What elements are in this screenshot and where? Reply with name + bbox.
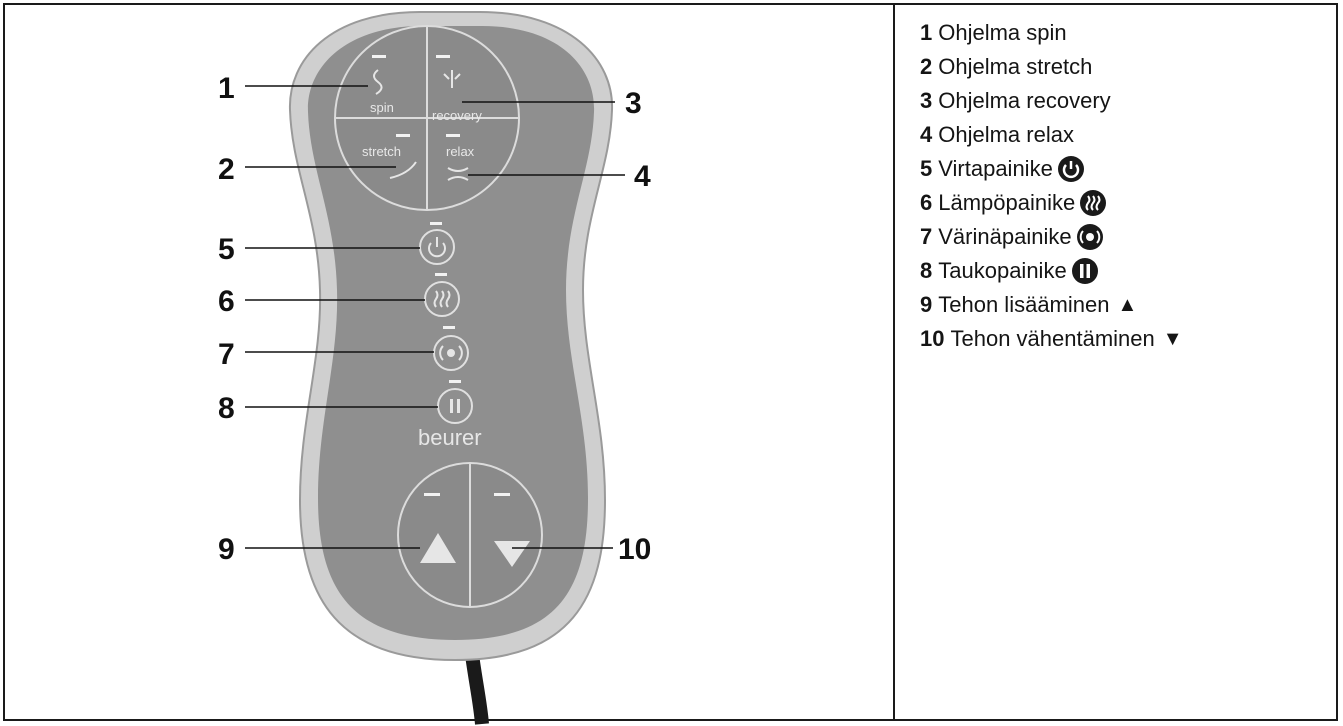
callout-2: 2 <box>218 153 235 186</box>
recovery-icon <box>443 70 461 88</box>
legend-item: 3 Ohjelma recovery <box>920 88 1111 113</box>
legend-item: 10 Tehon vähentäminen ▼ <box>920 322 1330 356</box>
legend-list: 1 Ohjelma spin 2 Ohjelma stretch 3 Ohjel… <box>920 16 1330 356</box>
legend-item: 6 Lämpöpainike <box>920 186 1330 220</box>
brand-logo-text: beurer <box>418 425 482 450</box>
legend-item: 4 Ohjelma relax <box>920 122 1074 147</box>
power-icon <box>1057 156 1084 182</box>
power-icon <box>428 242 446 258</box>
callout-8: 8 <box>218 392 235 425</box>
relax-icon <box>447 167 469 181</box>
panel-label-spin: spin <box>370 100 394 115</box>
button-pause[interactable] <box>437 380 473 424</box>
callout-7: 7 <box>218 338 235 371</box>
button-heat[interactable] <box>424 273 460 317</box>
leader-lines <box>245 85 625 549</box>
callout-5: 5 <box>218 233 235 266</box>
callout-6: 6 <box>218 285 235 318</box>
intensity-selector <box>397 462 543 608</box>
table-frame <box>3 3 1338 721</box>
legend-item: 1 Ohjelma spin <box>920 20 1067 45</box>
panel-label-stretch: stretch <box>362 144 401 159</box>
legend-item: 5 Virtapainike <box>920 152 1330 186</box>
column-divider <box>893 3 895 721</box>
panel-label-recovery: recovery <box>432 108 482 123</box>
callout-9: 9 <box>218 533 235 566</box>
program-selector: spin recovery stretch relax <box>334 25 520 211</box>
callout-1: 1 <box>218 72 235 105</box>
triangle-up-icon: ▲ <box>1117 294 1138 316</box>
heat-icon <box>433 290 451 308</box>
pause-icon <box>450 399 453 413</box>
legend-item: 8 Taukopainike <box>920 254 1330 288</box>
spin-icon <box>373 69 383 95</box>
triangle-down-icon: ▼ <box>1162 328 1183 350</box>
legend-item: 2 Ohjelma stretch <box>920 54 1093 79</box>
legend-item: 9 Tehon lisääminen ▲ <box>920 288 1330 322</box>
callout-3: 3 <box>625 87 642 120</box>
vibration-icon <box>447 349 455 357</box>
button-power[interactable] <box>419 222 455 265</box>
remote-control-figure: spin recovery stretch relax beurer <box>218 11 651 725</box>
callout-4: 4 <box>634 160 651 193</box>
increase-button[interactable] <box>420 533 456 563</box>
callout-10: 10 <box>618 533 651 566</box>
heat-icon <box>1080 190 1107 216</box>
legend-item: 7 Värinäpainike <box>920 220 1330 254</box>
button-vibration[interactable] <box>433 326 469 371</box>
panel-label-relax: relax <box>446 144 475 159</box>
pause-icon <box>1071 258 1098 284</box>
stretch-icon <box>389 161 417 179</box>
vibration-icon <box>1076 224 1103 250</box>
